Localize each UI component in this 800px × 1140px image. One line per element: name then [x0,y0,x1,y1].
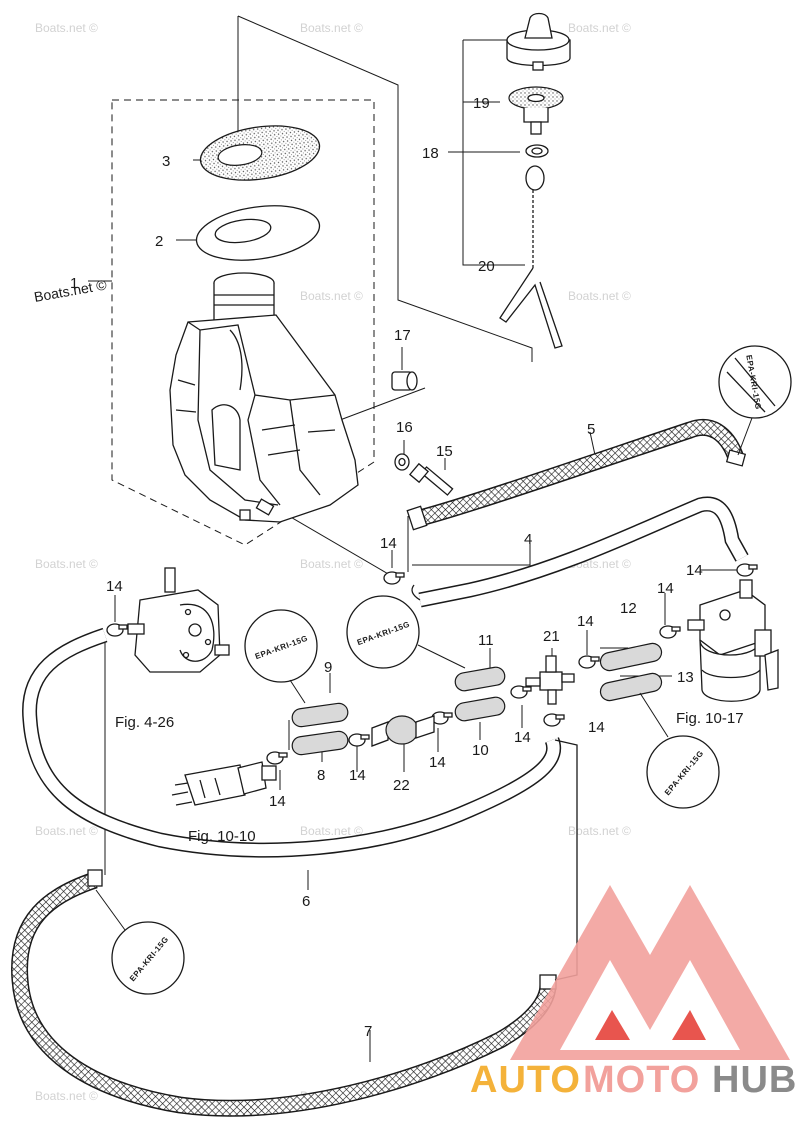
cap-chain [499,165,563,349]
clamp [578,655,600,669]
callout-16: 16 [396,419,413,436]
figure-references: Fig. 4-26 Fig. 10-10 Fig. 10-17 [115,710,744,845]
bushing [391,371,418,391]
callout-21: 21 [543,628,560,645]
callout-7: 7 [364,1023,372,1040]
cap-gasket [508,86,564,135]
callout-14: 14 [380,535,397,552]
hose-13 [599,672,663,702]
clamp [543,713,565,727]
hose-5 [406,418,747,531]
epa-badge: EPA-KRI-15G [346,595,420,669]
callout-20: 20 [478,258,495,275]
epa-badge: EPA-KRI-15G [718,345,792,419]
callout-10: 10 [472,742,489,759]
watermark: Boats.net © [300,557,363,571]
epa-badge: EPA-KRI-15G [646,735,720,809]
callout-4: 4 [524,531,532,548]
callout-18: 18 [422,145,439,162]
watermark: Boats.net © [35,557,98,571]
hose-4 [411,496,749,608]
clamps [106,563,758,765]
callout-14: 14 [106,578,123,595]
callout-5: 5 [587,421,595,438]
fuel-connector [171,761,277,806]
clamp [736,563,758,577]
clamp [383,571,405,585]
tank-gasket [195,205,321,261]
watermark: Boats.net © [300,289,363,303]
watermark: Boats.net © [300,21,363,35]
clamp [266,751,288,765]
watermark: Boats.net © [568,21,631,35]
watermark: Boats.net © [35,824,98,838]
callout-1: 1 [70,275,78,292]
automotohub-logo: AUTO MOTO HUB [470,885,797,1101]
tank-cap [506,12,571,71]
tank-filter-screen [199,125,321,181]
callout-14: 14 [588,719,605,736]
callout-9: 9 [324,659,332,676]
callout-14: 14 [514,729,531,746]
clamp [431,711,453,725]
callout-14: 14 [577,613,594,630]
bolt [408,462,454,496]
inline-filter [371,715,435,747]
hose-7 [11,869,557,1117]
epa-badge: EPA-KRI-15G [111,921,185,995]
hose-8 [291,730,349,756]
hose-10 [454,696,506,722]
watermark: Boats.net © [35,21,98,35]
short-hoses [291,642,663,756]
clamp [659,625,681,639]
callout-14: 14 [429,754,446,771]
leader-lines [88,15,740,1062]
fuel-filter-assembly [687,579,779,702]
fig-ref-4-26: Fig. 4-26 [115,714,174,731]
callout-22: 22 [393,777,410,794]
fig-ref-10-10: Fig. 10-10 [188,828,256,845]
callout-14: 14 [657,580,674,597]
fuel-pump [127,567,230,673]
callout-3: 3 [162,153,170,170]
hose-9 [291,702,349,728]
clamp [510,685,532,699]
t-joint [525,655,575,705]
watermark: Boats.net © [35,1089,98,1103]
hose-11 [454,666,506,692]
hose-6 [22,627,562,858]
clamp [106,623,128,637]
cap-clip [525,144,549,158]
callout-19: 19 [473,95,490,112]
hose-12 [599,642,663,672]
washer [394,453,410,471]
watermark: Boats.net © [300,824,363,838]
logo-moto: MOTO [583,1059,700,1101]
callout-11: 11 [478,632,494,649]
watermark: Boats.net © [568,289,631,303]
logo-hub: HUB [712,1059,797,1101]
callout-2: 2 [155,233,163,250]
callout-8: 8 [317,767,325,784]
fuel-tank [169,272,359,523]
callouts: 1 2 3 4 5 6 7 8 9 10 11 12 13 14 14 14 1… [70,95,703,1040]
callout-14: 14 [686,562,703,579]
callout-14: 14 [349,767,366,784]
callout-14: 14 [269,793,286,810]
callout-6: 6 [302,893,310,910]
logo-auto: AUTO [470,1059,581,1101]
clamp [348,733,370,747]
callout-15: 15 [436,443,453,460]
watermark: Boats.net © [568,824,631,838]
fig-ref-10-17: Fig. 10-17 [676,710,744,727]
epa-badge: EPA-KRI-15G [244,609,318,683]
callout-12: 12 [620,600,637,617]
callout-13: 13 [677,669,694,686]
callout-17: 17 [394,327,411,344]
hose-6-7-link [554,739,578,981]
